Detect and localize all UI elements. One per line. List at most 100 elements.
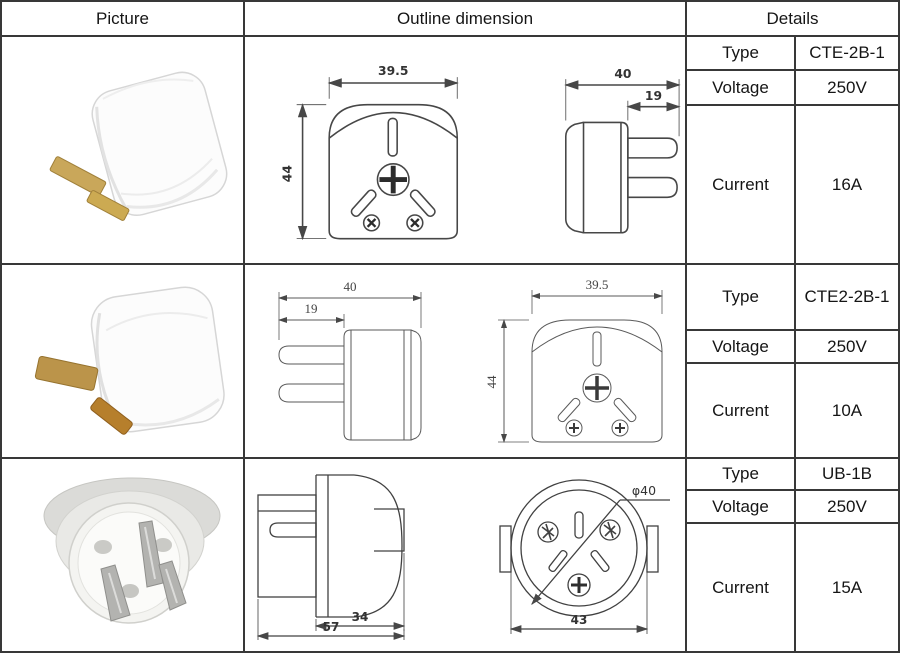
row-divider-2-3 [2,457,898,459]
live-slot [557,397,581,423]
plug-body-outline [582,121,629,234]
dim-side-depth-2: 40 [344,279,357,294]
neutral-slot [590,549,610,573]
details-subrow-divider [687,104,898,106]
spec-type-value-text: CTE2-2B-1 [804,287,890,307]
spec-current-label-3: Current [712,577,769,597]
outline-drawings-2: 40 19 39.5 44 [245,265,685,455]
screw-icon [599,519,621,541]
plug-body [91,71,227,216]
dim-front-width-1: 39.5 [378,64,408,78]
spec-voltage-value-3: 250V [827,496,867,516]
plug-outline [531,319,663,443]
dim-pin-length-2: 19 [305,301,318,316]
outer-circle [510,479,648,617]
side-tab [646,525,659,573]
pin-side [269,522,317,538]
plug-pin-lower [86,190,129,221]
screw-icon [565,419,583,437]
pin-bottom [627,176,678,198]
plug-pin-lower [89,397,133,435]
spec-current-value-2: 10A [831,400,863,420]
inner-circle [520,489,638,607]
row-divider-1-2 [2,263,898,265]
screw-hole [120,584,139,598]
screw-icon [567,573,591,597]
outline-drawings-3: 34 57 φ40 43 [245,459,685,649]
details-subrow-divider [687,69,898,71]
screw-icon [406,213,424,232]
spec-current-value-3: 15A [831,577,863,597]
header-details: Details [766,8,819,28]
spec-current-value-1: 16A [831,174,863,194]
spec-current-label-2: Current [712,400,769,420]
dim-front-height-2: 44 [484,375,499,389]
dim-body-depth-3: 34 [352,610,369,624]
cable-cap [565,121,584,234]
pin-top [627,136,678,159]
details-subrow-divider [687,522,898,524]
side-view-drawing-3: 34 57 [256,474,406,640]
center-screw-icon [582,373,612,403]
pin-blade [157,560,187,611]
neutral-slot [613,397,637,423]
dim-side-depth-1: 40 [614,67,631,81]
header-outline-dimension: Outline dimension [396,8,534,28]
spec-voltage-value-1: 250V [827,77,867,97]
details-subcolumn-divider [794,35,796,651]
header-picture: Picture [96,8,149,28]
spec-type-value-1: CTE-2B-1 [809,43,885,63]
cable-cap [410,329,422,441]
plug-photo-angled-icon [34,286,225,435]
front-view-drawing-2: 39.5 44 [484,277,663,443]
dome-arc [328,111,458,139]
live-slot [350,188,377,217]
round-plug-photo-icon [43,477,220,624]
header-bottom-border [2,35,898,37]
earth-slot [574,511,584,539]
plug-outline [328,103,459,239]
details-subrow-divider [687,362,898,364]
spec-type-value-3: UB-1B [821,464,873,484]
side-tab [499,525,512,573]
dim-diameter-3: φ40 [632,483,656,498]
dim-total-depth-3: 57 [323,620,340,634]
screw-icon [611,419,629,437]
pin-top [278,345,345,365]
earth-slot [592,331,602,367]
details-subrow-divider [687,489,898,491]
product-photo-3 [2,459,243,649]
pin-bottom [278,383,345,403]
plug-photo-angled-icon [49,71,227,221]
screw-icon [537,521,559,543]
spec-type-label-1: Type [722,43,759,63]
dim-pin-length-1: 19 [645,88,662,102]
screw-hole [93,540,112,554]
product-photo-1 [2,37,243,261]
screw-icon [362,213,381,232]
spec-type-value-2: CTE2-2B-1 [796,265,898,329]
screw-hole [153,538,172,552]
details-subrow-divider [687,329,898,331]
dim-front-height-1: 44 [281,165,295,182]
side-notch [374,508,405,552]
plug-pin-upper [49,156,106,197]
front-view-drawing-3: φ40 43 [499,479,670,634]
dome-arc [531,326,663,353]
spec-type-label-2: Type [722,287,759,307]
spec-voltage-label-3: Voltage [712,496,769,516]
earth-slot [387,117,398,157]
front-view-drawing-1: 39.5 44 [281,64,459,240]
spec-voltage-label-1: Voltage [712,77,769,97]
dim-front-width-2: 39.5 [586,277,609,292]
spec-voltage-label-2: Voltage [712,336,769,356]
spec-type-label-3: Type [722,464,759,484]
center-screw-icon [376,162,410,196]
outline-drawings-1: 39.5 44 40 19 [245,37,685,261]
side-view-drawing-1: 40 19 [564,67,681,234]
plug-body-outline [343,329,412,441]
plug-pin-upper [34,355,98,391]
spec-voltage-value-2: 250V [827,336,867,356]
side-view-drawing-2: 40 19 [278,279,422,441]
